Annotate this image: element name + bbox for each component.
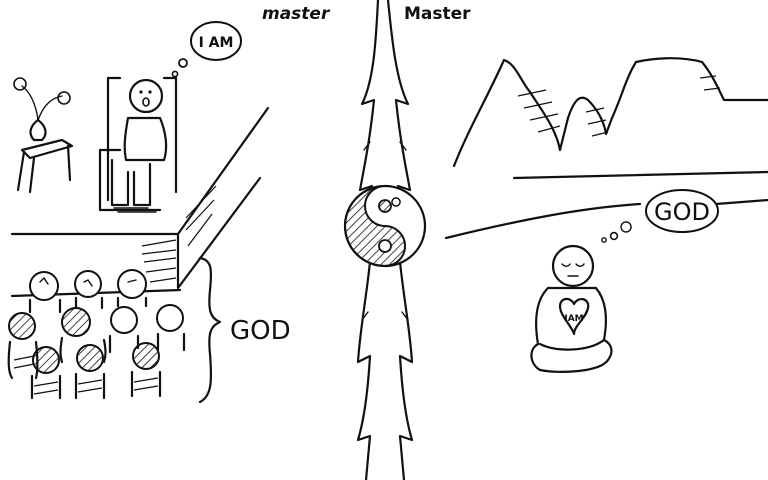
yin-yang-symbol [343,184,427,268]
horizon-line-right [714,198,768,206]
brace-god-label: GOD [198,256,291,404]
flower-vase-on-table [13,77,74,194]
thought-bubble-god: GOD [601,189,719,243]
horizon-line [444,202,642,240]
mountain-range [452,57,768,180]
right-title: Master [404,4,471,24]
bubble-text-god: GOD [654,198,710,226]
thought-bubble-i-am: I AM [171,21,242,78]
speaker-on-chair [98,76,178,213]
left-title: master [262,4,331,24]
brace-text-god: GOD [230,316,291,346]
divider-tree [356,0,414,480]
bubble-text-i-am: I AM [199,35,234,51]
stage-platform [10,106,270,298]
heart-text-iam: IAM [564,314,583,324]
meditating-figure: IAM [530,244,613,373]
audience-crowd [7,269,186,400]
